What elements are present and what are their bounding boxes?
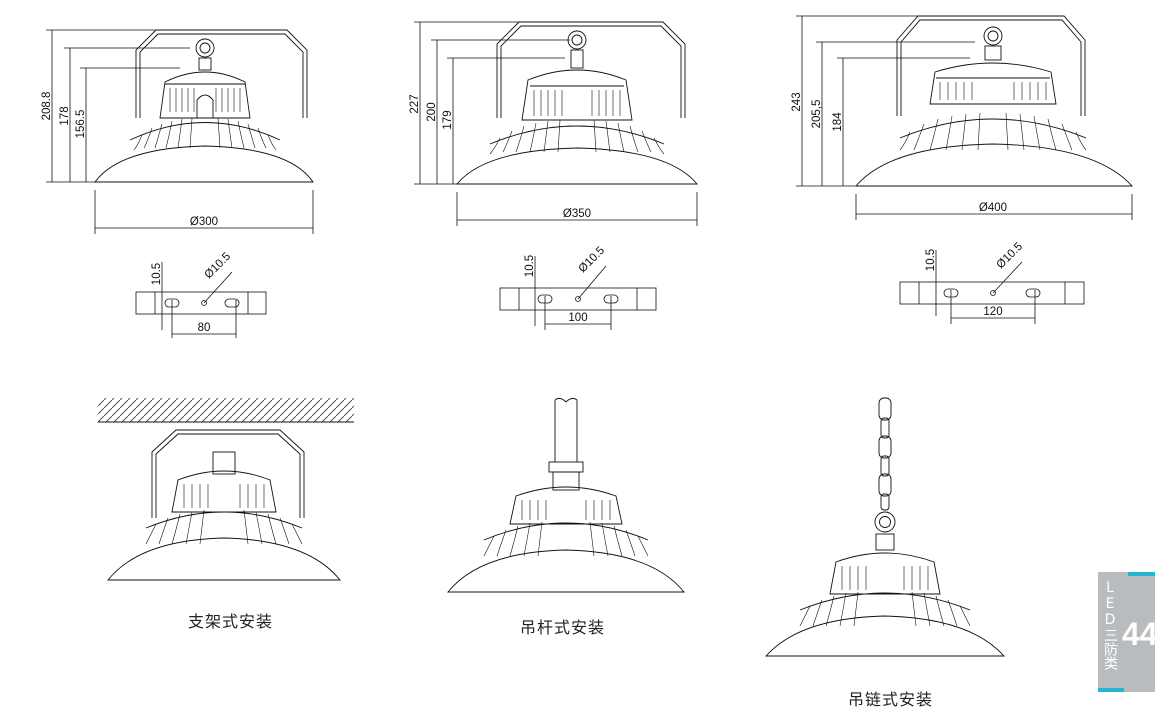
height-label-2: 178 [59, 106, 71, 125]
pendant-rod-illustration [447, 397, 685, 593]
height-label-1: 243 [791, 92, 803, 111]
slot-height-label: 10.5 [151, 263, 163, 285]
spacing-label: 80 [198, 322, 211, 334]
height-label-2: 205,5 [811, 100, 823, 129]
side-tab-label: LED三防类 [1102, 580, 1118, 670]
hole-label: Ø10.5 [203, 251, 234, 282]
caption-chain-hanging: 吊链式安装 [848, 690, 934, 709]
lamp-view-400 [855, 15, 1134, 187]
diameter-label: Ø300 [190, 216, 218, 228]
bracket-mount-illustration [98, 398, 354, 581]
spacing-label: 100 [568, 312, 587, 324]
slot-height-label: 10.5 [925, 249, 937, 271]
side-tab-accent-top [1128, 572, 1155, 576]
side-tab: LED三防类 44 [1098, 572, 1155, 692]
height-label-2: 200 [426, 102, 438, 121]
height-label-3: 156.5 [75, 110, 87, 139]
page-number: 44 [1122, 616, 1155, 652]
hole-label: Ø10.5 [995, 241, 1026, 272]
caption-pendant-rod: 吊杆式安装 [520, 618, 606, 637]
height-label-1: 208.8 [41, 92, 53, 121]
caption-bracket-mount: 支架式安装 [188, 612, 274, 631]
lamp-view-350 [456, 21, 698, 185]
height-label-3: 179 [442, 110, 454, 129]
bracket-plate-80 [135, 262, 267, 338]
side-tab-accent-bottom [1098, 688, 1124, 692]
height-label-3: 184 [832, 112, 844, 132]
diameter-label: Ø350 [563, 208, 591, 220]
height-label-1: 227 [409, 94, 421, 113]
bracket-plate-100 [499, 256, 657, 330]
lamp-view-300 [94, 29, 314, 183]
diameter-label: Ø400 [979, 202, 1007, 214]
dimension-lines-300 [46, 29, 314, 234]
bracket-plate-120 [899, 250, 1085, 324]
dimension-lines-400 [796, 15, 1133, 220]
spacing-label: 120 [983, 306, 1002, 318]
slot-height-label: 10.5 [524, 255, 536, 277]
dimension-lines-350 [414, 21, 698, 226]
chain-hanging-illustration [764, 397, 1006, 657]
